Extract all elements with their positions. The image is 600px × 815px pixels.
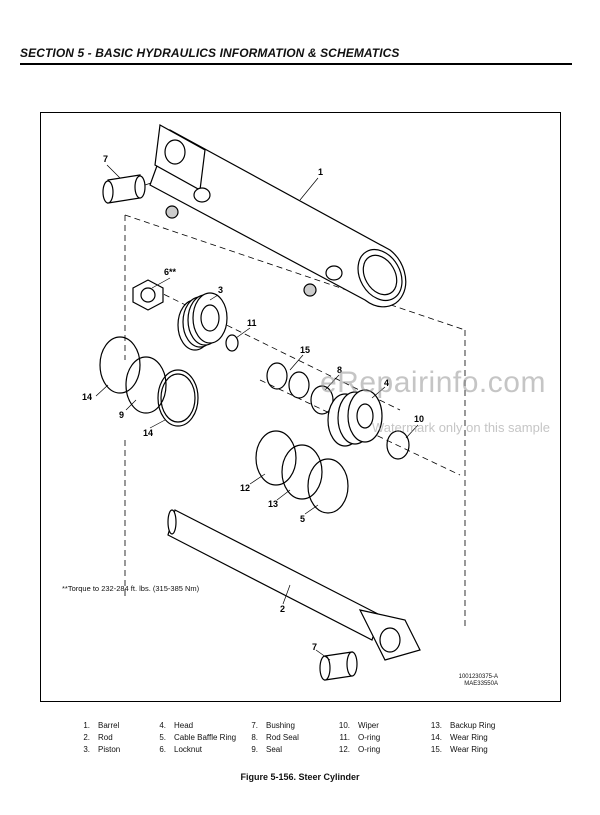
legend-column-4: 10.Wiper 11.O-ring 12.O-ring — [332, 720, 380, 756]
callout-11: 11 — [247, 318, 257, 328]
piston — [177, 292, 228, 351]
watermark: eRepairinfo.com — [320, 366, 546, 399]
head — [327, 389, 383, 447]
doc-number-1: 1001230375-A — [458, 674, 498, 680]
legend-item: 15.Wear Ring — [430, 745, 488, 754]
callout-13: 13 — [268, 499, 278, 509]
legend-item: 8.Rod Seal — [251, 733, 299, 742]
barrel — [149, 124, 407, 308]
legend-column-1: 1.Barrel 2.Rod 3.Piston — [72, 720, 120, 756]
bushing-top — [102, 174, 146, 204]
callout-7-top: 7 — [103, 154, 108, 164]
legend-item: 4.Head — [159, 721, 194, 730]
legend-column-3: 7.Bushing 8.Rod Seal 9.Seal — [240, 720, 299, 756]
legend-item: 6.Locknut — [159, 745, 203, 754]
legend-item: 5.Cable Baffle Ring — [159, 733, 237, 742]
callout-6: 6** — [164, 267, 177, 277]
callout-15: 15 — [300, 345, 310, 355]
torque-note: **Torque to 232-284 ft. lbs. (315-385 Nm… — [62, 584, 200, 593]
legend-item: 13.Backup Ring — [430, 721, 496, 730]
legend-item: 14.Wear Ring — [430, 733, 488, 742]
callout-14-left: 14 — [82, 392, 92, 402]
callout-10: 10 — [414, 414, 424, 424]
section-header: SECTION 5 - BASIC HYDRAULICS INFORMATION… — [20, 46, 400, 60]
callout-12: 12 — [240, 483, 250, 493]
legend-column-2: 4.Head 5.Cable Baffle Ring 6.Locknut — [148, 720, 236, 756]
callout-4: 4 — [384, 378, 389, 388]
figure-frame — [40, 112, 561, 702]
header-rule — [20, 63, 572, 65]
callout-2: 2 — [280, 604, 285, 614]
callout-14-right: 14 — [143, 428, 153, 438]
legend-item: 3.Piston — [83, 745, 121, 754]
figure-caption: Figure 5-156. Steer Cylinder — [240, 772, 360, 782]
legend-column-5: 13.Backup Ring 14.Wear Ring 15.Wear Ring — [424, 720, 495, 756]
doc-number: 1001230375-A MAE33550A — [446, 674, 498, 688]
callout-1: 1 — [318, 167, 323, 177]
bushing-bottom — [319, 651, 358, 681]
callout-9: 9 — [119, 410, 124, 420]
callout-3: 3 — [218, 285, 223, 295]
legend-item: 1.Barrel — [83, 721, 120, 730]
legend-item: 11.O-ring — [339, 733, 381, 742]
callout-5: 5 — [300, 514, 305, 524]
legend-item: 7.Bushing — [251, 721, 295, 730]
callout-8: 8 — [337, 365, 342, 375]
legend-item: 2.Rod — [83, 733, 113, 742]
legend-item: 12.O-ring — [338, 745, 381, 754]
legend-item: 10.Wiper — [338, 721, 379, 730]
legend-item: 9.Seal — [251, 745, 283, 754]
watermark-note: Watermark only on this sample — [372, 420, 550, 435]
callout-7-bottom: 7 — [312, 642, 317, 652]
rod — [167, 509, 421, 661]
doc-number-2: MAE33550A — [464, 681, 498, 687]
